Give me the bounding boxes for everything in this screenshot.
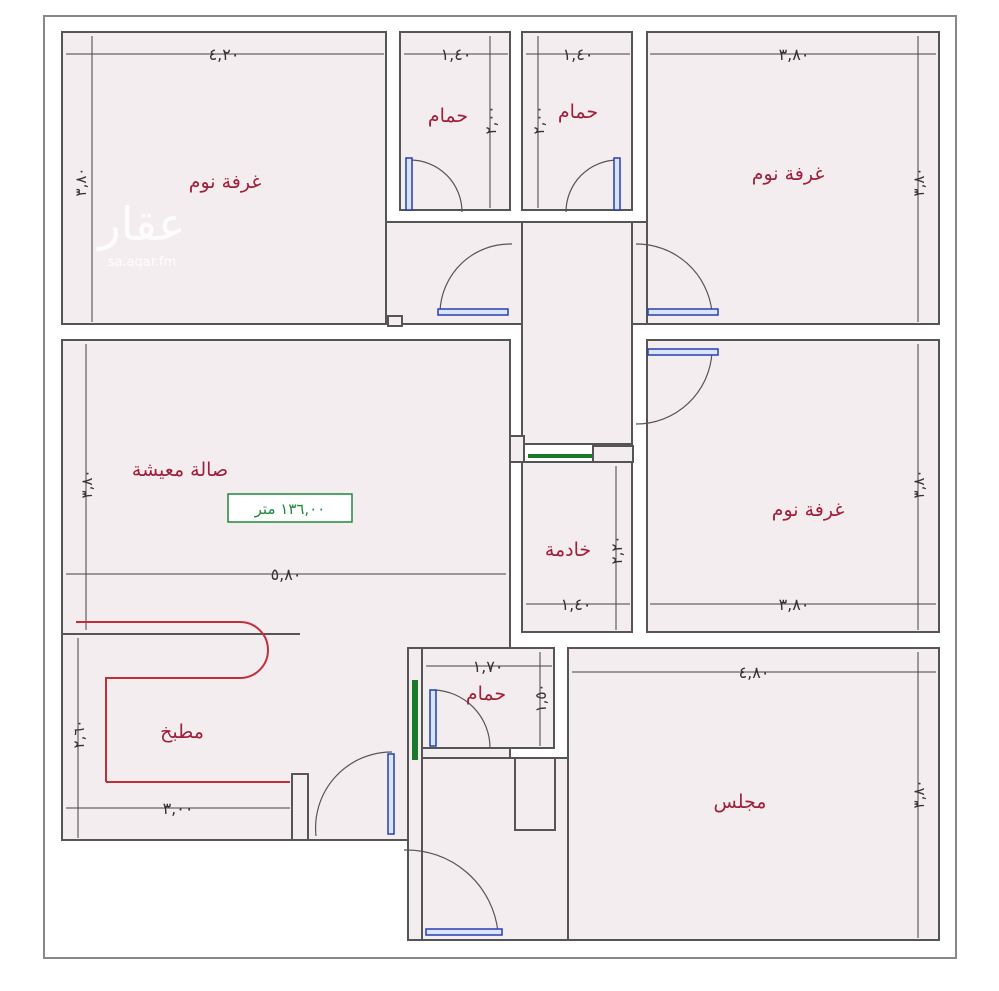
dimension-lines — [66, 36, 936, 938]
door-arc-kitchen — [314, 751, 393, 837]
wall-notch-2 — [509, 435, 525, 463]
dim-majlis-height: ٣,٨٠ — [910, 780, 928, 809]
dim-bath-left-height: ٢,٠٠ — [482, 106, 500, 135]
door-panel-bath-small — [429, 689, 437, 747]
label-maid: خادمة — [545, 539, 591, 561]
label-bath-left: حمام — [428, 105, 468, 127]
room-living-hall — [61, 339, 511, 841]
label-bath-small: حمام — [466, 683, 506, 705]
door-panel-bedroom-mr — [647, 348, 719, 356]
label-bedroom-top-left: غرفة نوم — [189, 171, 262, 193]
room-bath-left — [399, 31, 511, 211]
door-arc-bath-small — [433, 689, 491, 749]
dim-labels-v: ٣,٨٠ ٢,٠٠ ٢,٠٠ ٣,٨٠ ٣,٨٠ ٢,٢٠ ٣,٨٠ ١,٥٠ … — [70, 106, 928, 809]
room-bedroom-top-left — [61, 31, 387, 325]
door-arc-bath-right — [565, 159, 619, 213]
room-corridor-left — [385, 221, 523, 325]
door-panel-bedroom-tl — [437, 308, 509, 316]
dim-bath-right-height: ٢,٠٠ — [530, 106, 548, 135]
watermark-logo: عقار — [97, 197, 186, 251]
room-corridor-right — [631, 221, 648, 325]
label-majlis: مجلس — [714, 791, 767, 813]
wall-notch-3 — [592, 445, 634, 463]
door-arc-entry — [403, 849, 499, 933]
label-living-hall: صالة معيشة — [132, 459, 228, 481]
dim-majlis-width: ٤,٨٠ — [739, 663, 770, 682]
room-corridor — [521, 221, 633, 445]
label-bedroom-mid-right: غرفة نوم — [772, 499, 845, 521]
walls-layer — [62, 222, 634, 841]
wall-block — [514, 757, 556, 831]
door-panels — [387, 157, 719, 936]
door-arc-bedroom-mr — [635, 351, 713, 425]
dim-bath-small-width: ١,٧٠ — [473, 657, 504, 676]
kitchen-counter — [76, 621, 269, 782]
door-panel-kitchen — [387, 753, 395, 835]
dim-bath-small-height: ١,٥٠ — [532, 684, 550, 713]
dim-living-width: ٥,٨٠ — [271, 565, 302, 584]
label-bedroom-top-right: غرفة نوم — [752, 163, 825, 185]
dim-bedroom-tl-width: ٤,٢٠ — [209, 45, 240, 64]
label-bath-right: حمام — [558, 101, 598, 123]
dim-bath-left-width: ١,٤٠ — [441, 45, 472, 64]
door-panel-entry — [425, 928, 503, 936]
door-arc-bedroom-tl — [439, 243, 513, 313]
dim-maid-height: ٢,٢٠ — [608, 536, 626, 565]
dim-kitchen-width: ٣,٠٠ — [163, 799, 194, 818]
watermark-site: sa.aqar.fm — [108, 255, 177, 270]
watermark: عقار sa.aqar.fm — [97, 197, 186, 270]
room-majlis — [567, 647, 940, 941]
dim-maid-width: ١,٤٠ — [561, 595, 592, 614]
wall-kitchen-pillar — [291, 773, 309, 841]
area-box — [227, 493, 353, 523]
door-panel-bath-right — [613, 157, 621, 211]
doors-layer — [314, 159, 713, 933]
dim-kitchen-height: ٢,٦٠ — [70, 720, 88, 749]
door-panel-bedroom-tr — [647, 308, 719, 316]
dim-bedroom-tr-height: ٣,٨٠ — [910, 168, 928, 197]
dim-bedroom-mr-width: ٣,٨٠ — [779, 595, 810, 614]
dim-bath-right-width: ١,٤٠ — [563, 45, 594, 64]
door-arc-bath-left — [409, 159, 463, 213]
label-kitchen: مطبخ — [160, 721, 204, 743]
dim-labels-h: ٤,٢٠ ١,٤٠ ١,٤٠ ٣,٨٠ ٥,٨٠ ١,٤٠ ٣,٨٠ ١,٧٠ … — [163, 45, 810, 818]
room-bedroom-mid-right — [646, 339, 940, 633]
green-partition — [412, 680, 418, 760]
door-panel-bath-left — [405, 157, 413, 211]
door-arc-bedroom-tr — [635, 243, 713, 313]
dim-bedroom-mr-height: ٣,٨٠ — [910, 470, 928, 499]
room-bedroom-top-right — [646, 31, 940, 325]
wall-notch — [387, 315, 403, 327]
dim-living-height: ٣,٨٠ — [78, 470, 96, 499]
area-label: ١٣٦,٠٠ متر — [254, 500, 326, 518]
dim-bedroom-tr-width: ٣,٨٠ — [779, 45, 810, 64]
dim-bedroom-tl-height: ٣,٨٠ — [72, 168, 90, 197]
